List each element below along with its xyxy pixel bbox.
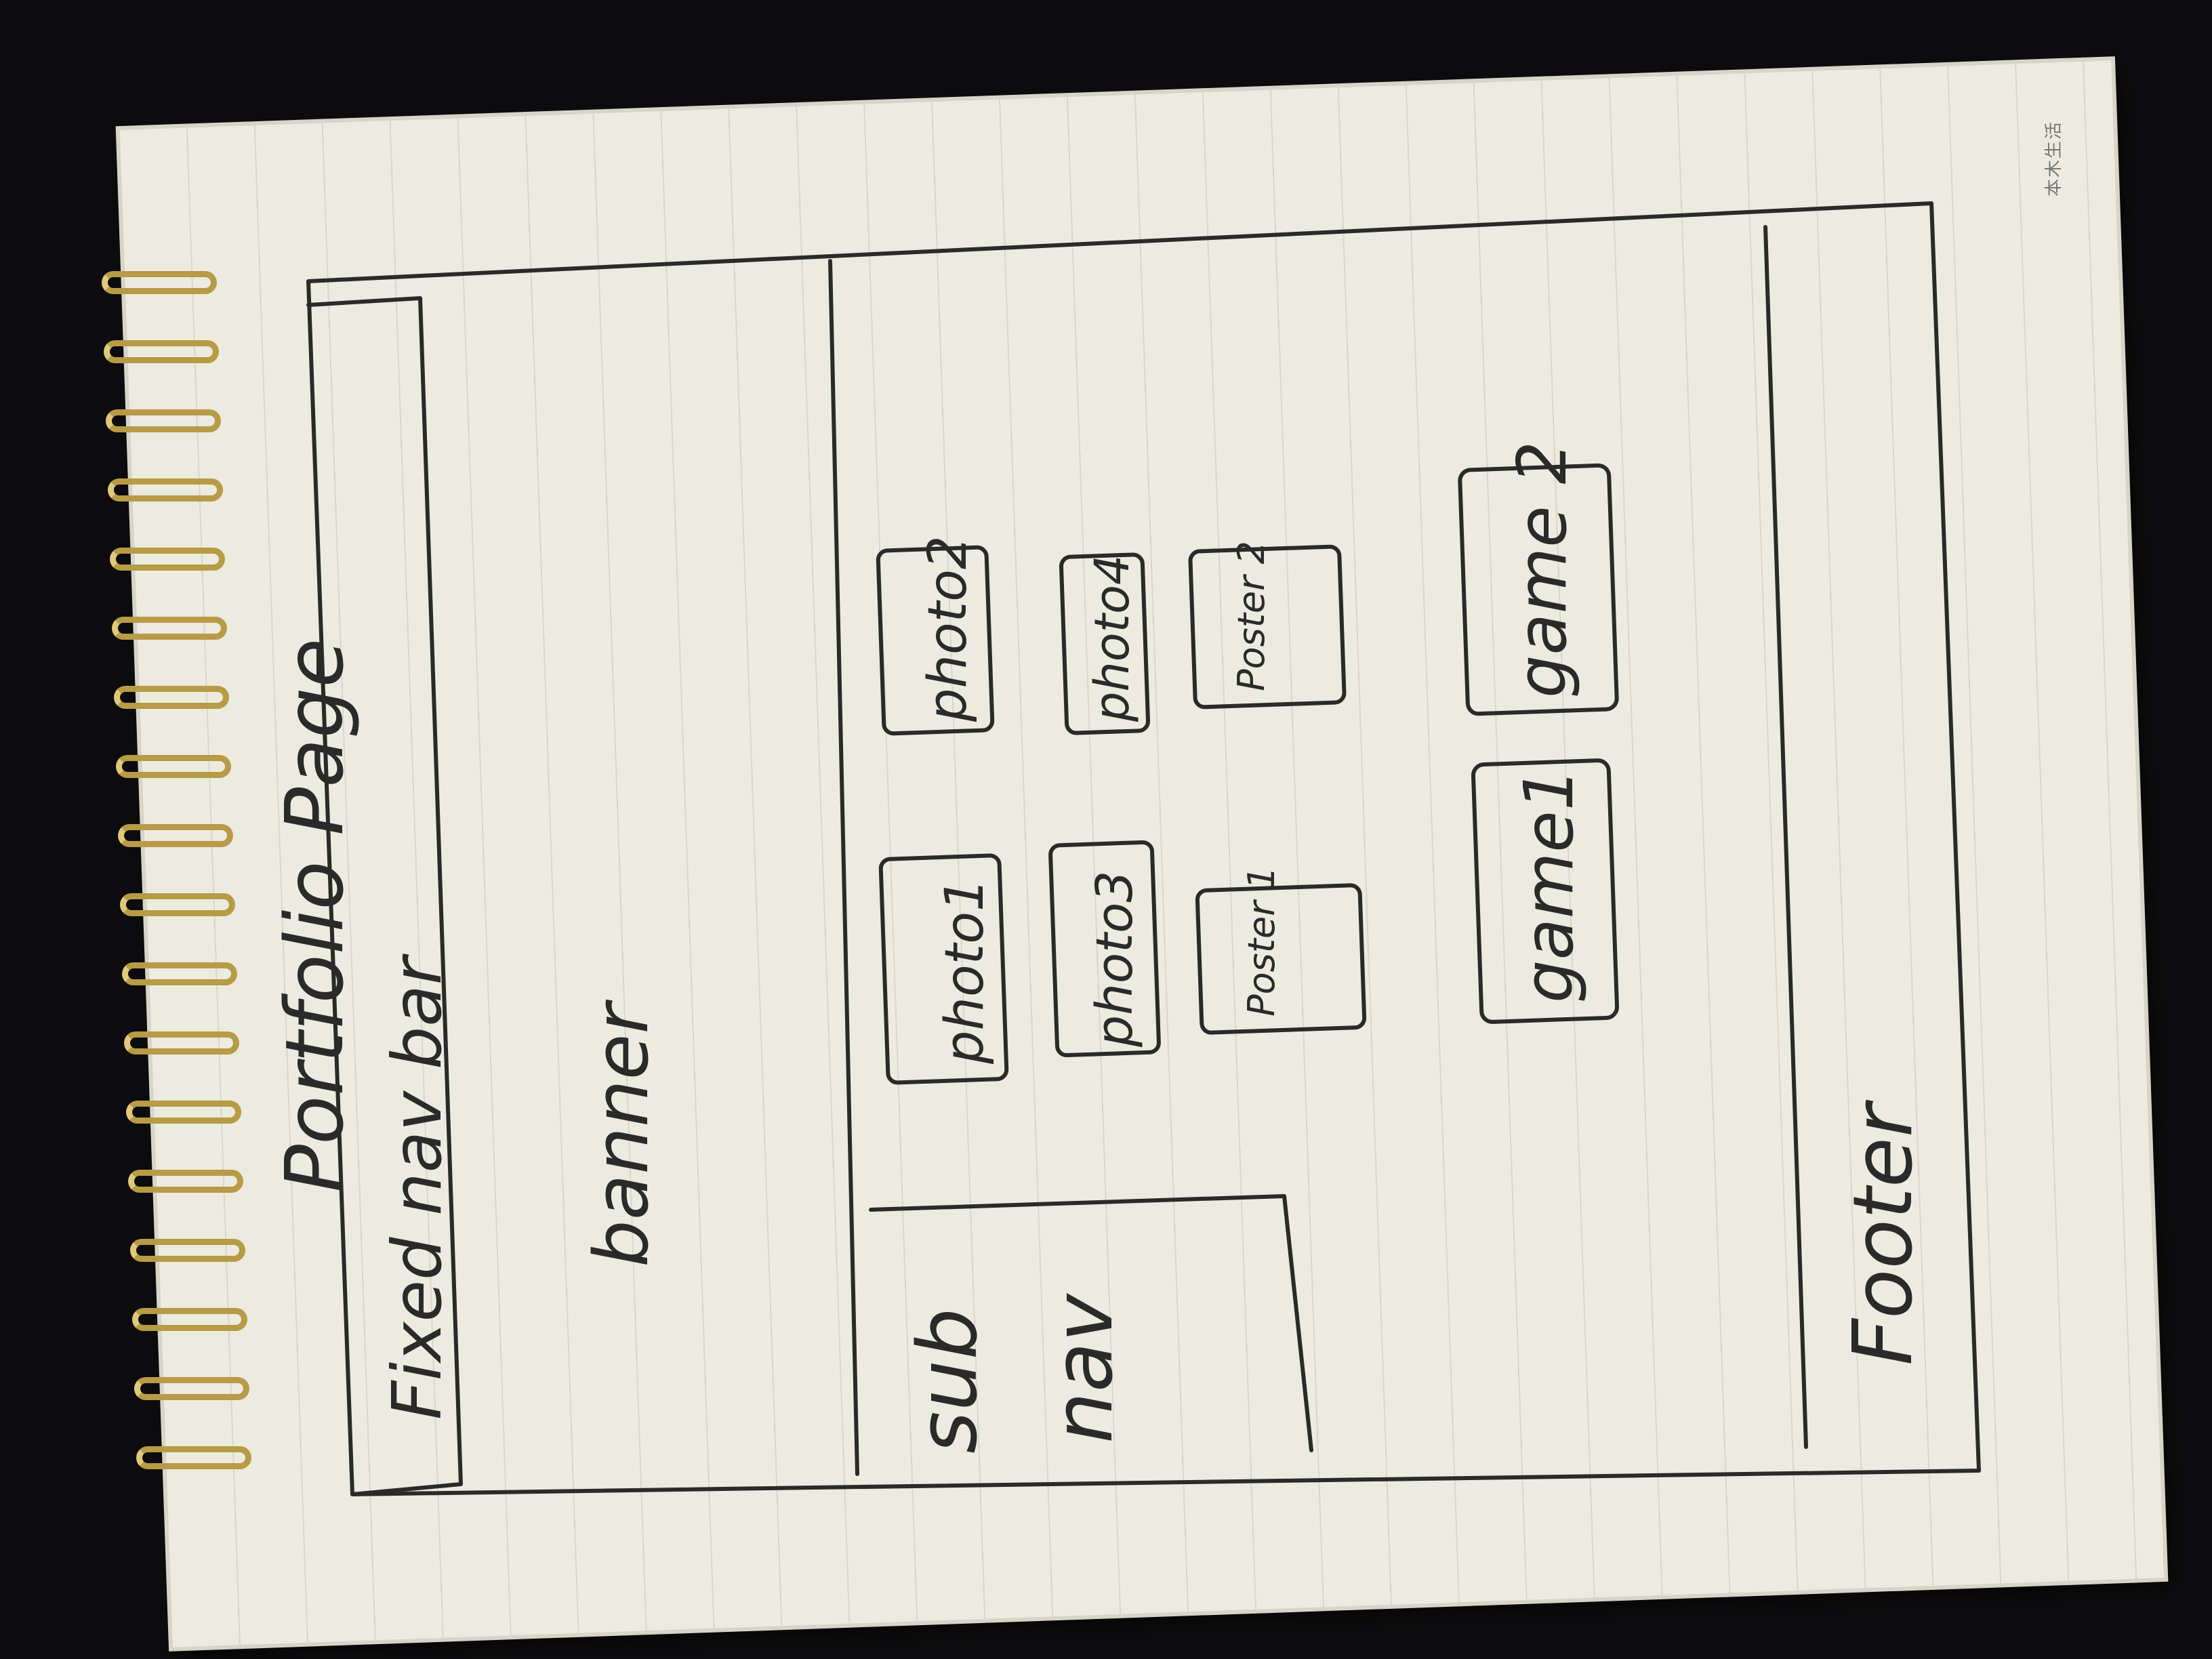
footer-label: Footer <box>1837 1099 1931 1366</box>
poster2-label: Poster 2 <box>1230 541 1273 691</box>
binding-ring <box>108 478 223 501</box>
footer-divider <box>1763 225 1808 1449</box>
photo2-box <box>876 545 995 736</box>
page-frame <box>306 201 1981 1496</box>
poster2-box <box>1188 544 1347 710</box>
binding-ring <box>106 409 221 432</box>
banner-label: banner <box>578 1000 665 1267</box>
photo1-label: photo1 <box>935 878 996 1065</box>
binding-ring <box>102 271 217 294</box>
photo4-label: photo4 <box>1084 555 1140 722</box>
game2-box <box>1458 463 1619 716</box>
binding-ring <box>114 686 229 709</box>
photo2-label: photo2 <box>918 535 979 722</box>
page-title: Portfolio Page <box>268 638 361 1193</box>
binding-ring <box>128 1170 243 1193</box>
binding-ring <box>124 1031 239 1054</box>
poster1-box <box>1195 883 1367 1035</box>
subnav-box <box>869 1194 1313 1452</box>
subnav-label-line1: sub <box>901 1308 996 1454</box>
poster1-label: Poster 1 <box>1240 866 1283 1017</box>
brand-mark: 本木生活 <box>2044 120 2064 197</box>
binding-ring <box>110 548 225 571</box>
spiral-binding <box>102 271 251 1559</box>
photo4-box <box>1059 552 1151 735</box>
nav-bar-label: Fixed nav bar <box>377 953 457 1420</box>
game1-box <box>1471 758 1620 1024</box>
nav-bar-box <box>306 296 463 1496</box>
binding-ring <box>120 893 235 916</box>
binding-ring <box>112 617 227 640</box>
binding-ring <box>126 1101 241 1124</box>
binding-ring <box>122 962 237 985</box>
binding-ring <box>136 1446 251 1469</box>
binding-ring <box>130 1239 245 1262</box>
binding-ring <box>116 755 231 778</box>
binding-ring <box>118 824 233 847</box>
subnav-label-line2: nav <box>1037 1292 1131 1443</box>
photo3-box <box>1048 840 1161 1058</box>
photo1-box <box>878 853 1009 1085</box>
binding-ring <box>104 340 219 363</box>
binding-ring <box>134 1377 249 1400</box>
game2-label: game 2 <box>1502 441 1582 698</box>
game1-label: game1 <box>1509 768 1589 1003</box>
banner-divider <box>828 259 859 1476</box>
photo3-label: photo3 <box>1086 870 1144 1048</box>
binding-ring <box>132 1308 247 1331</box>
